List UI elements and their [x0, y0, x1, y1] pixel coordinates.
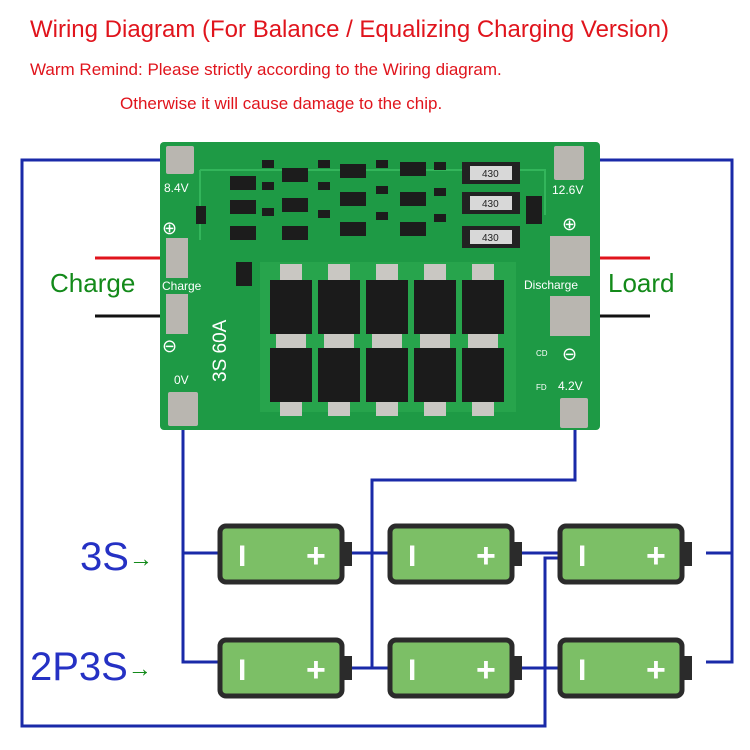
load-label: Loard — [608, 268, 675, 298]
arrow-icon: → — [127, 655, 152, 683]
mosfet-tabs — [276, 264, 498, 416]
config-3s-label: 3S→ — [80, 535, 153, 580]
protection-board: 8.4V 12.6V 0V 4.2V Charge Discharge ⊕ ⊖ … — [160, 142, 600, 430]
fd-mark: FD — [536, 383, 547, 392]
resistor-2-label: 430 — [482, 199, 499, 210]
wire-8v4 — [20, 158, 573, 728]
wire-4v2 — [370, 420, 577, 668]
pad-top-right — [554, 146, 584, 180]
resistor-2: 430 — [462, 192, 520, 214]
resistor-3-label: 430 — [482, 233, 499, 244]
resistor-1: 430 — [462, 162, 520, 184]
pad-8v4-label: 8.4V — [164, 181, 189, 195]
charge-pad-positive — [166, 238, 188, 278]
battery-terminal-cap — [342, 656, 352, 680]
mosfet-bottom-row — [270, 348, 504, 402]
battery-terminal-cap — [512, 542, 522, 566]
battery-negative-mark: I — [238, 540, 246, 573]
pad-12v6-label: 12.6V — [552, 183, 583, 197]
battery-terminal-cap — [682, 542, 692, 566]
discharge-pad-negative — [550, 296, 590, 336]
plus-symbol-right: ⊕ — [562, 214, 577, 234]
battery-grid: I+I+I+I+I+I+ — [217, 523, 692, 699]
battery-negative-mark: I — [408, 654, 416, 687]
battery-negative-mark: I — [238, 654, 246, 687]
warning-line-2: Otherwise it will cause damage to the ch… — [120, 94, 443, 113]
pad-top-left — [166, 146, 194, 174]
warning-line-1: Warm Remind: Please strictly according t… — [30, 60, 502, 79]
mosfet-top-row — [270, 280, 504, 334]
plus-symbol-left: ⊕ — [162, 218, 177, 238]
battery-cell: I+ — [557, 637, 692, 699]
battery-positive-mark: + — [646, 537, 666, 575]
config-2p3s-text: 2P3S — [30, 645, 128, 689]
resistor-1-label: 430 — [482, 169, 499, 180]
charge-label: Charge — [50, 268, 136, 298]
smd-components — [196, 160, 542, 286]
wire-12v6 — [572, 158, 734, 664]
battery-terminal-cap — [512, 656, 522, 680]
battery-cell: I+ — [217, 637, 352, 699]
pad-bottom-right — [560, 398, 588, 428]
charge-pad-negative — [166, 294, 188, 334]
battery-positive-mark: + — [476, 651, 496, 689]
battery-positive-mark: + — [306, 537, 326, 575]
pad-0v-label: 0V — [174, 373, 189, 387]
battery-cell: I+ — [217, 523, 352, 585]
pcb-trace — [200, 169, 546, 215]
minus-symbol-left: ⊖ — [162, 336, 177, 356]
wire-0v — [181, 412, 218, 664]
battery-terminal-cap — [342, 542, 352, 566]
battery-cell: I+ — [387, 523, 522, 585]
battery-positive-mark: + — [646, 651, 666, 689]
diagram-title: Wiring Diagram (For Balance / Equalizing… — [30, 16, 669, 43]
charge-port-label: Charge — [162, 279, 202, 293]
battery-negative-mark: I — [578, 540, 586, 573]
battery-negative-mark: I — [408, 540, 416, 573]
rating-label: 3S 60A — [210, 319, 231, 382]
discharge-pad-positive — [550, 236, 590, 276]
wire-group — [20, 158, 734, 728]
battery-negative-mark: I — [578, 654, 586, 687]
config-3s-text: 3S — [80, 535, 129, 579]
minus-symbol-right: ⊖ — [562, 344, 577, 364]
battery-cell: I+ — [387, 637, 522, 699]
pad-bottom-left — [168, 392, 198, 426]
cd-mark: CD — [536, 349, 548, 358]
resistor-3: 430 — [462, 226, 520, 248]
battery-positive-mark: + — [306, 651, 326, 689]
battery-cell: I+ — [557, 523, 692, 585]
battery-terminal-cap — [682, 656, 692, 680]
config-2p3s-label: 2P3S→ — [30, 645, 152, 690]
arrow-icon: → — [128, 545, 153, 573]
pad-4v2-label: 4.2V — [558, 379, 583, 393]
discharge-port-label: Discharge — [524, 278, 578, 292]
battery-positive-mark: + — [476, 537, 496, 575]
